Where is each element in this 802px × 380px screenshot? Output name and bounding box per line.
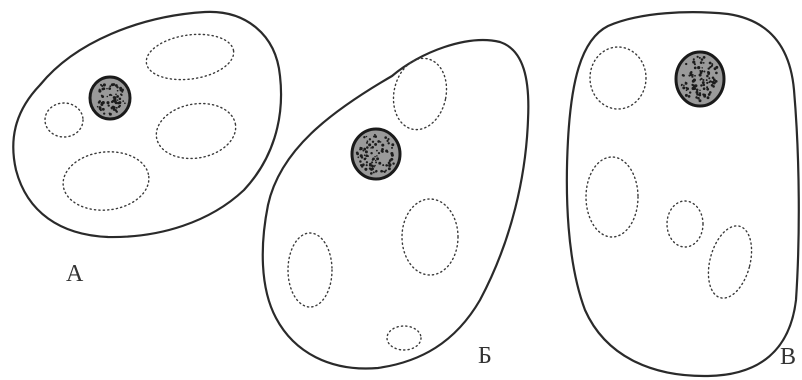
cell-b-vacuole-4 (387, 326, 421, 350)
label-a: А (66, 262, 83, 286)
cell-b-vacuole-2 (402, 199, 458, 275)
cell-b-vacuole-3 (288, 233, 332, 307)
cell-a-vacuole-3 (152, 97, 240, 164)
cell-c (567, 12, 799, 376)
cell-c-vacuole-1 (590, 47, 646, 109)
cell-a-nucleus (90, 77, 130, 119)
cell-b-membrane (263, 40, 529, 368)
cell-c-vacuole-3 (667, 201, 703, 247)
cell-b-nucleus (352, 129, 400, 179)
label-b: Б (478, 344, 492, 368)
cell-a-vacuole-1 (143, 29, 236, 85)
cell-a (13, 12, 281, 237)
cell-b-vacuole-1 (387, 53, 453, 134)
cell-a-vacuole-2 (45, 103, 83, 137)
label-c: В (780, 345, 796, 369)
cell-a-vacuole-4 (60, 148, 152, 215)
cell-b (263, 40, 529, 368)
cell-c-nucleus (676, 52, 724, 106)
cell-c-vacuole-4 (701, 221, 759, 303)
cell-c-vacuole-2 (586, 157, 638, 237)
cell-a-membrane (13, 12, 281, 237)
